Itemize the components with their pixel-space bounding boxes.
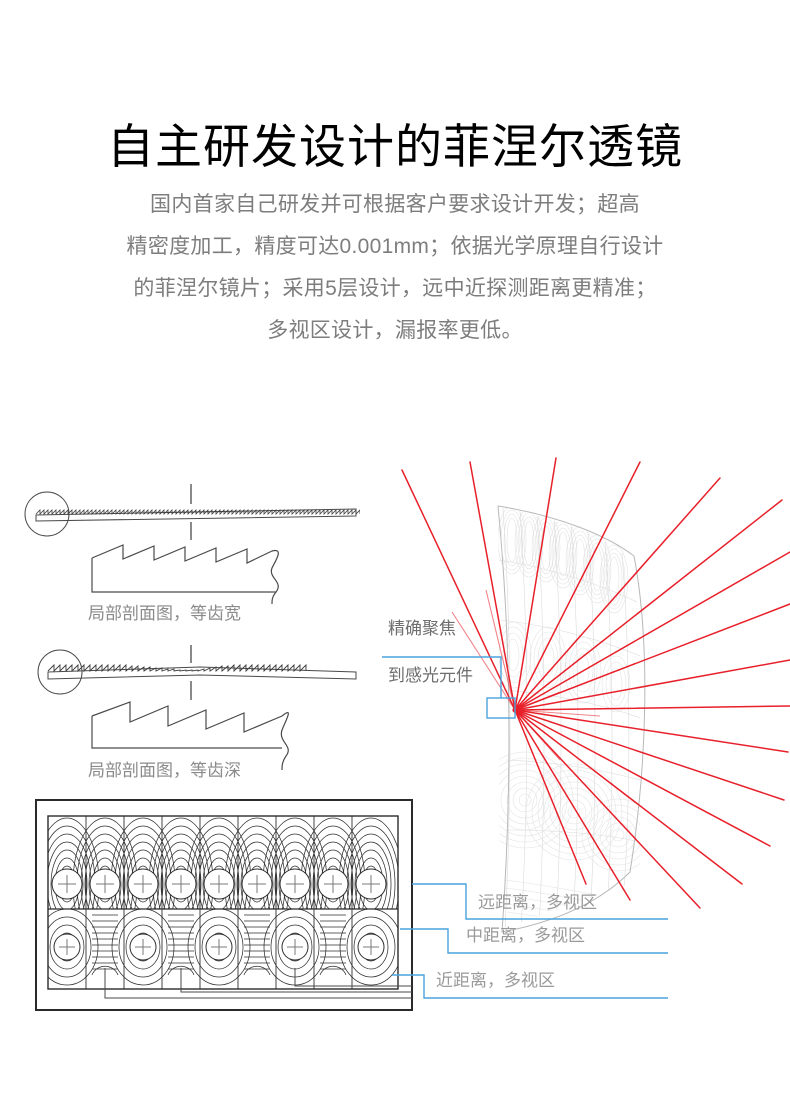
- zone-leader-lines: [392, 883, 668, 999]
- sawtooth-profile-equal-depth: [91, 701, 289, 771]
- fresnel-lens-panel-flat: [35, 799, 413, 1011]
- subtitle-line-2: 精密度加工，精度可达0.001mm；依据光学原理自行设计: [126, 235, 664, 258]
- detail-circle-callout-2: [37, 649, 83, 695]
- lens-strip-equal-depth: [37, 645, 357, 700]
- subtitle-line-4: 多视区设计，漏报率更低。: [267, 319, 523, 342]
- section-label-equal-width: 局部剖面图，等齿宽: [88, 604, 241, 623]
- section-label-equal-depth: 局部剖面图，等齿深: [88, 761, 241, 780]
- subtitle-line-3: 的菲涅尔镜片；采用5层设计，远中近探测距离更精准；: [133, 277, 657, 300]
- detail-circle-callout-1: [24, 491, 70, 537]
- zone-label-far: 远距离，多视区: [478, 893, 597, 912]
- page-title: 自主研发设计的菲涅尔透镜: [107, 120, 683, 174]
- focus-label-line-1: 精确聚焦: [388, 619, 456, 638]
- subtitle-line-1: 国内首家自己研发并可根据客户要求设计开发；超高: [150, 193, 640, 216]
- curved-fresnel-lens-3d: [382, 457, 790, 933]
- light-rays: [401, 457, 790, 909]
- lens-strip-equal-width: [24, 484, 360, 540]
- focus-leader: [382, 656, 516, 719]
- zone-label-mid: 中距离，多视区: [466, 926, 585, 945]
- focus-label-line-2: 到感光元件: [388, 666, 473, 685]
- page-subtitle: 国内首家自己研发并可根据客户要求设计开发；超高 精密度加工，精度可达0.001m…: [60, 184, 730, 352]
- sawtooth-profile-equal-width: [91, 544, 279, 605]
- zone-label-near: 近距离，多视区: [436, 971, 555, 990]
